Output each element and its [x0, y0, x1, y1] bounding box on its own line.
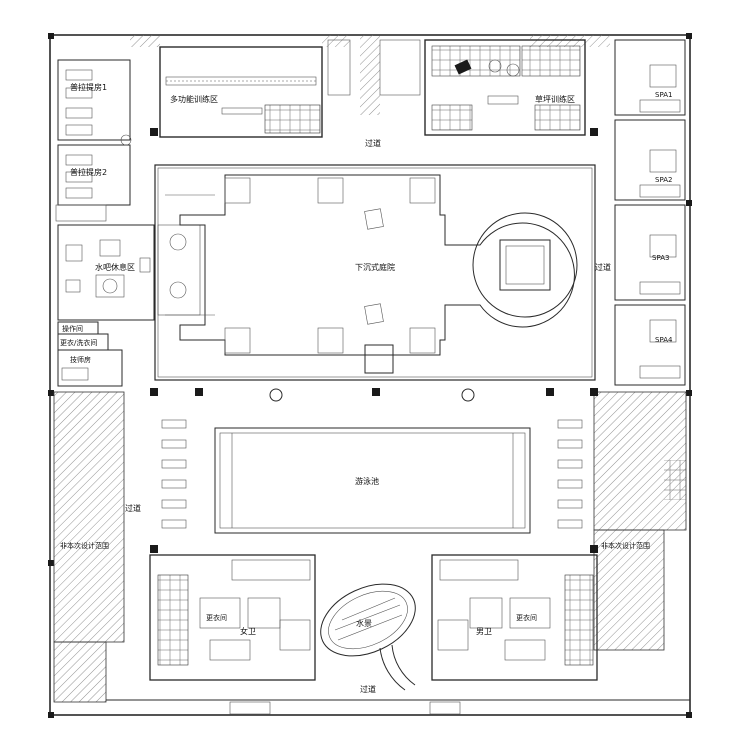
label-corridor-left: 过道 — [125, 503, 141, 513]
sunken-courtyard — [154, 164, 596, 381]
water-bar-lounge — [57, 224, 201, 321]
label-spa1: SPA1 — [655, 91, 672, 99]
label-spa4: SPA4 — [655, 336, 673, 344]
label-corridor-bottom: 过道 — [360, 684, 376, 694]
lawn-training-zone — [379, 39, 586, 136]
label-technician-room: 技师房 — [70, 355, 91, 364]
label-sunken-courtyard: 下沉式庭院 — [355, 262, 395, 272]
label-water-bar: 水吧休息区 — [95, 262, 135, 272]
label-mens-wc: 男卫 — [476, 627, 492, 636]
label-corridor-top: 过道 — [365, 138, 381, 148]
label-spa3: SPA3 — [652, 254, 669, 262]
pilates-rooms — [55, 59, 132, 222]
label-pool: 游泳池 — [355, 476, 379, 486]
water-feature — [320, 583, 416, 691]
staff-rooms — [57, 321, 123, 387]
label-corridor-right: 过道 — [595, 262, 611, 272]
label-multi-training: 多功能训练区 — [170, 94, 218, 104]
room-labels: 普拉提房1 普拉提房2 多功能训练区 草坪训练区 水吧休息区 下沉式庭院 操作间… — [60, 82, 673, 694]
out-of-scope-zones — [53, 35, 687, 703]
label-pilates-1: 普拉提房1 — [70, 82, 107, 92]
label-pilates-2: 普拉提房2 — [70, 167, 107, 177]
spa-rooms — [614, 39, 686, 386]
label-changing-room-left: 更衣间 — [206, 613, 227, 622]
label-changing-room-right: 更衣间 — [516, 613, 537, 622]
swimming-pool — [214, 427, 531, 534]
multi-training-zone — [159, 39, 351, 138]
label-spa2: SPA2 — [655, 176, 672, 184]
label-out-of-scope-right: 非本次设计范围 — [601, 541, 650, 550]
label-water-feature: 水景 — [356, 618, 372, 628]
bottom-corridor — [106, 699, 690, 715]
bottom-blocks — [149, 554, 598, 681]
label-out-of-scope-left: 非本次设计范围 — [60, 541, 109, 550]
label-operation-room: 操作间 — [62, 324, 83, 333]
sun-loungers — [161, 419, 583, 529]
label-womens-wc: 女卫 — [240, 626, 256, 636]
label-changing-laundry: 更衣/洗衣间 — [60, 338, 97, 347]
columns — [150, 128, 598, 553]
label-lawn-training: 草坪训练区 — [535, 94, 575, 104]
